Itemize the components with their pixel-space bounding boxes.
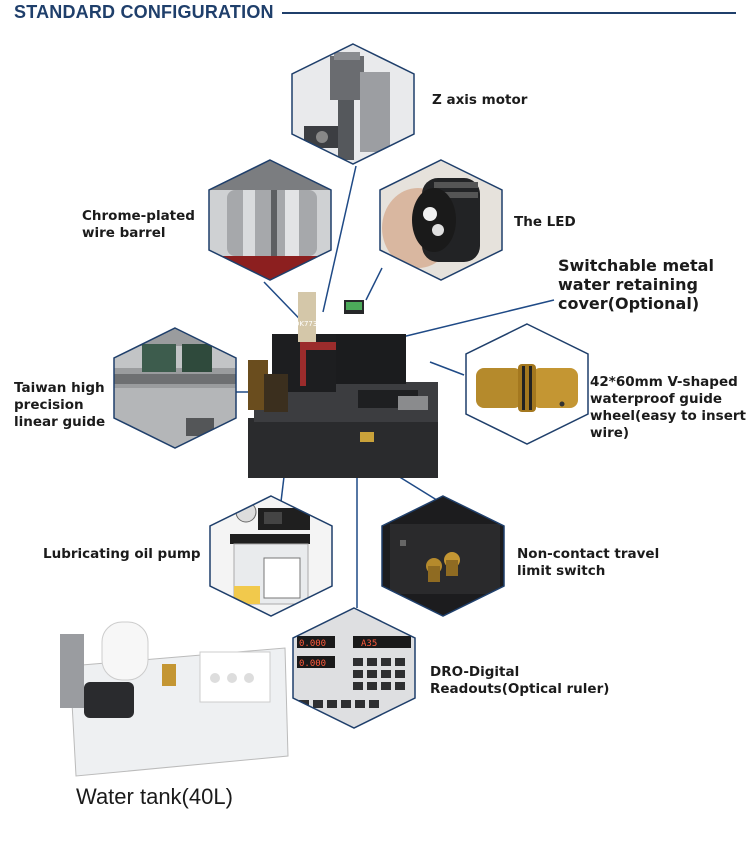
dro-photo: 0.000 0.000 A35	[291, 606, 417, 730]
dro-row3: A35	[361, 639, 377, 649]
dro-row2: 0.000	[299, 659, 326, 669]
led-label: The LED	[514, 214, 576, 230]
dro-row1: 0.000	[299, 639, 326, 649]
water-tank-photo	[50, 606, 295, 784]
limit-switch-photo	[380, 494, 506, 618]
machine-photo: DK7732	[248, 286, 438, 482]
wire-barrel-photo	[207, 158, 333, 282]
guide-wheel-photo	[464, 322, 590, 446]
z-motor-label: Z axis motor	[432, 92, 528, 108]
machine-model-label: DK7732	[294, 320, 322, 328]
wire-barrel-label: Chrome-plated wire barrel	[82, 208, 195, 241]
z-motor-photo	[290, 42, 416, 166]
oil-pump-label: Lubricating oil pump	[43, 546, 201, 562]
led-photo	[378, 158, 504, 282]
section-header: STANDARD CONFIGURATION	[14, 0, 736, 24]
header-rule	[281, 12, 736, 14]
oil-pump-photo	[208, 494, 334, 618]
limit-switch-label: Non-contact travel limit switch	[517, 546, 660, 579]
linear-guide-label: Taiwan high precision linear guide	[14, 380, 106, 430]
cover-label: Switchable metal water retaining cover(O…	[558, 256, 714, 313]
section-title: STANDARD CONFIGURATION	[14, 1, 274, 22]
linear-guide-photo	[112, 326, 238, 450]
dro-label: DRO-Digital Readouts(Optical ruler)	[430, 664, 610, 697]
guide-wheel-label: 42*60mm V-shaped waterproof guide wheel(…	[590, 374, 746, 441]
water-tank-label: Water tank(40L)	[76, 784, 233, 809]
